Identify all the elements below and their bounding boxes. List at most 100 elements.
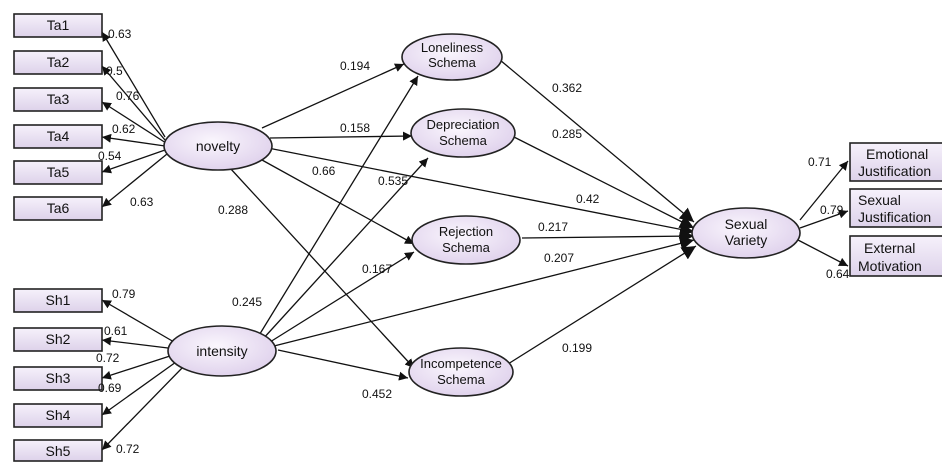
indicator-label-sh2: Sh2 [46,331,71,347]
edge-novelty-loneliness [261,63,405,129]
coef-sh3: 0.72 [96,351,120,365]
coef-novelty-depreciation: 0.158 [340,121,370,135]
construct-loneliness-schema [401,33,503,81]
coef-sexualvariety-external: 0.64 [826,267,850,281]
outcome-label-external-line2: Motivation [858,258,922,274]
indicator-box-ta1 [13,13,103,38]
edge-rejection-sexualvariety [521,229,695,244]
construct-label-loneliness-line1: Loneliness [421,40,484,55]
outcome-label-external-line1: External [864,240,915,256]
construct-incompetence-schema [408,347,514,397]
edge-intensity-incompetence [277,349,409,381]
coef-intensity-loneliness: 0.245 [232,295,262,309]
coef-depreciation-sexualvariety: 0.285 [552,127,582,141]
edge-novelty-ta1 [101,31,166,138]
edge-loneliness-sexualvariety [499,59,695,223]
coef-ta2: 0.5 [106,64,123,78]
coef-sexualvariety-emotional: 0.71 [808,155,832,169]
edge-novelty-depreciation [269,131,413,141]
edge-novelty-ta6 [101,153,168,208]
coef-sh5: 0.72 [116,442,140,456]
indicator-label-sh3: Sh3 [46,370,71,386]
coef-novelty-loneliness: 0.194 [340,59,370,73]
indicator-box-ta2 [13,50,103,75]
coef-novelty-incompetence: 0.288 [218,203,248,217]
coef-sexualvariety-sexual: 0.79 [820,203,844,217]
coef-ta4: 0.62 [112,122,136,136]
construct-label-rejection-line2: Schema [442,240,490,255]
indicator-box-ta4 [13,124,103,149]
coef-sh1: 0.79 [112,287,136,301]
edge-intensity-sh3 [101,355,171,380]
indicator-label-sh1: Sh1 [46,292,71,308]
construct-novelty [163,121,273,171]
coef-sh2: 0.61 [104,324,128,338]
construct-label-sexualvariety-line1: Sexual [725,216,768,232]
edge-intensity-rejection [269,251,415,343]
outcome-label-emotional-line1: Emotional [866,146,928,162]
indicator-label-ta3: Ta3 [47,91,70,107]
indicator-label-ta6: Ta6 [47,200,70,216]
indicator-label-ta1: Ta1 [47,17,70,33]
coef-sh4: 0.69 [98,381,122,395]
coef-novelty-rejection: 0.66 [312,164,336,178]
indicator-box-sh3 [13,366,103,391]
construct-depreciation-schema [410,108,516,158]
outcome-box-external [849,235,942,277]
indicator-box-sh2 [13,327,103,352]
edge-intensity-sexualvariety [273,236,695,347]
coef-incompetence-sexualvariety: 0.199 [562,341,592,355]
indicator-label-ta4: Ta4 [47,128,70,144]
edge-novelty-ta4 [101,133,166,147]
outcome-label-emotional-line2: Justification [858,163,931,179]
outcome-box-emotional [849,142,942,182]
indicator-label-ta5: Ta5 [47,164,70,180]
indicator-label-ta2: Ta2 [47,54,70,70]
indicator-box-ta5 [13,160,103,185]
edge-incompetence-sexualvariety [507,245,697,365]
edge-intensity-loneliness [257,75,419,338]
edge-novelty-ta2 [101,65,166,141]
construct-label-rejection-line1: Rejection [439,224,493,239]
outcome-label-sexual-line2: Justification [858,209,931,225]
coef-ta5: 0.54 [98,149,122,163]
indicator-box-sh1 [13,288,103,313]
indicator-box-sh4 [13,403,103,428]
edge-sexualvariety-emotional [799,160,849,221]
construct-label-intensity: intensity [196,343,247,359]
construct-sexual-variety [691,207,801,259]
construct-intensity [167,325,277,377]
construct-label-incompetence-line2: Schema [437,372,485,387]
construct-label-novelty: novelty [196,138,240,154]
coef-ta3: 0.76 [116,89,140,103]
construct-label-loneliness-line2: Schema [428,55,476,70]
construct-label-depreciation-line1: Depreciation [427,117,500,132]
coef-rejection-sexualvariety: 0.217 [538,220,568,234]
construct-label-incompetence-line1: Incompetence [420,356,502,371]
coef-novelty-sexualvariety: 0.42 [576,192,600,206]
outcome-box-sexual [849,188,942,228]
edge-novelty-rejection [261,159,415,245]
edge-novelty-sexualvariety [267,147,695,237]
indicator-label-sh4: Sh4 [46,407,71,423]
indicator-box-ta6 [13,196,103,221]
edge-novelty-incompetence [229,167,415,369]
construct-label-depreciation-line2: Schema [439,133,487,148]
outcome-label-sexual-line1: Sexual [858,192,901,208]
coef-loneliness-sexualvariety: 0.362 [552,81,582,95]
coef-intensity-sexualvariety: 0.207 [544,251,574,265]
edge-intensity-sh5 [101,365,185,451]
edge-sexualvariety-external [797,239,849,267]
coef-ta1: 0.63 [108,27,132,41]
coef-intensity-incompetence: 0.452 [362,387,392,401]
construct-label-sexualvariety-line2: Variety [725,232,768,248]
coef-intensity-rejection: 0.167 [362,262,392,276]
edge-intensity-depreciation [261,157,429,341]
edge-novelty-ta3 [101,101,167,144]
edge-depreciation-sexualvariety [511,135,695,229]
construct-rejection-schema [411,215,521,265]
coef-ta6: 0.63 [130,195,154,209]
indicator-label-sh5: Sh5 [46,443,71,459]
edge-novelty-ta5 [101,149,166,174]
